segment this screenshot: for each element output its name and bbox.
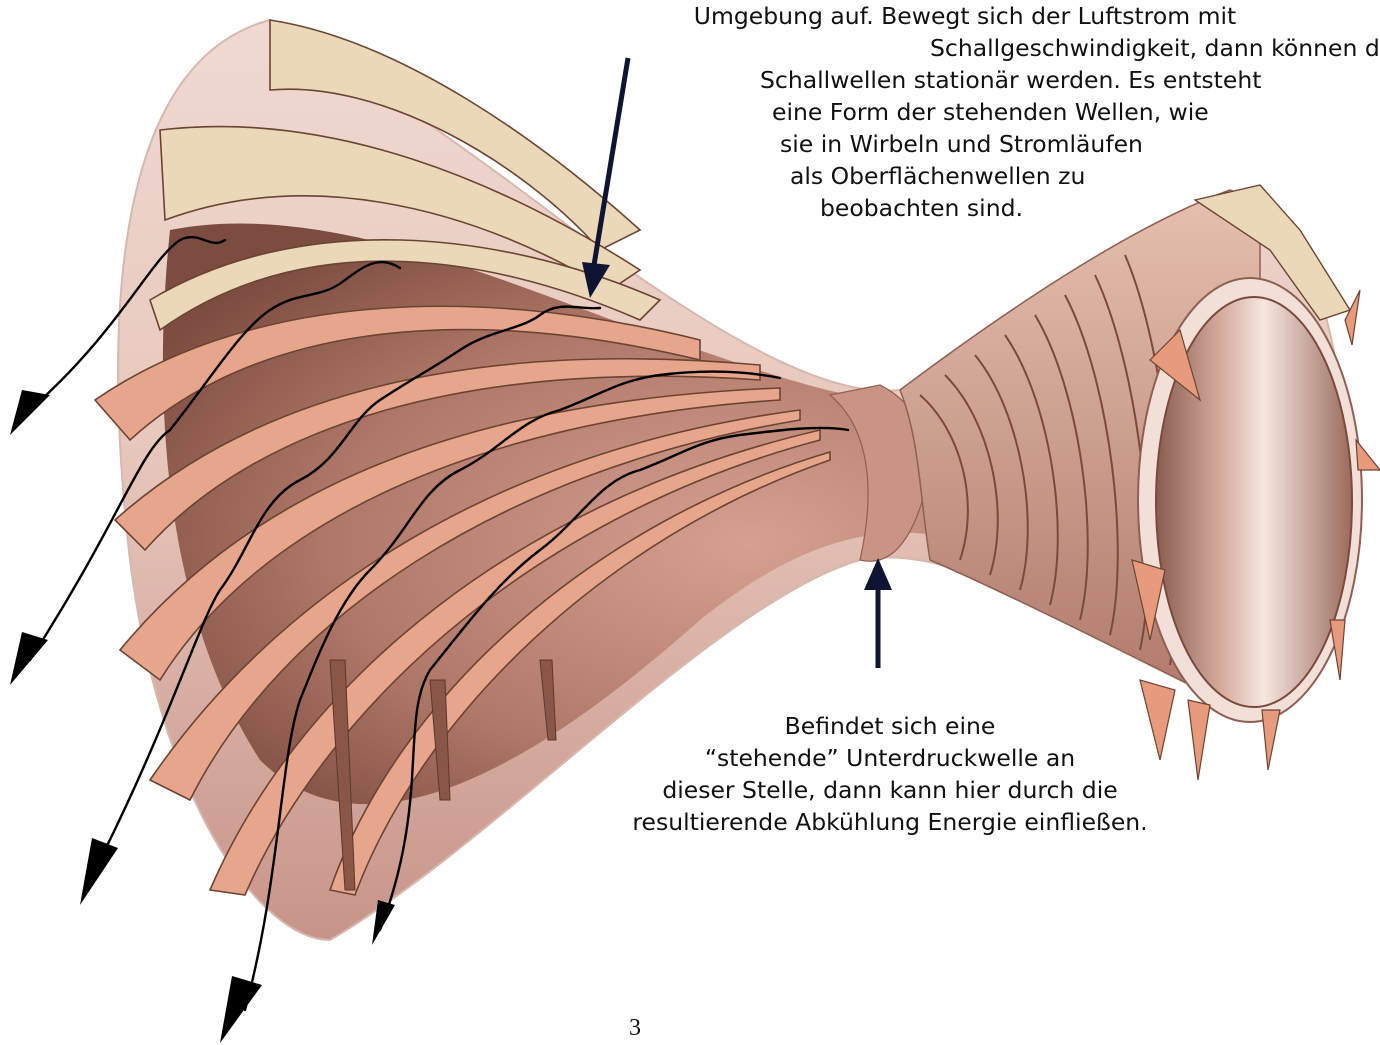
page-number: 3: [620, 1014, 650, 1042]
caption-top-line: eine Form der stehenden Wellen, wie: [772, 96, 1272, 128]
caption-bottom-line: “stehende” Unterdruckwelle an: [600, 742, 1180, 774]
caption-bottom-line: Befindet sich eine: [600, 710, 1180, 742]
caption-bottom-line: resultierende Abkühlung Energie einfließ…: [600, 806, 1180, 838]
caption-top-line: Schallgeschwindigkeit, dann können die: [930, 32, 1330, 64]
caption-bottom: Befindet sich eine “stehende” Unterdruck…: [600, 710, 1180, 838]
caption-top-line: Umgebung auf. Bewegt sich der Luftstrom …: [610, 0, 1320, 32]
caption-top-line: sie in Wirbeln und Stromläufen: [780, 128, 1200, 160]
caption-top-line: als Oberflächenwellen zu: [790, 160, 1170, 192]
caption-top: Umgebung auf. Bewegt sich der Luftstrom …: [620, 0, 1320, 224]
caption-bottom-line: dieser Stelle, dann kann hier durch die: [600, 774, 1180, 806]
caption-top-line: beobachten sind.: [820, 192, 1120, 224]
caption-top-line: Schallwellen stationär werden. Es entste…: [760, 64, 1320, 96]
